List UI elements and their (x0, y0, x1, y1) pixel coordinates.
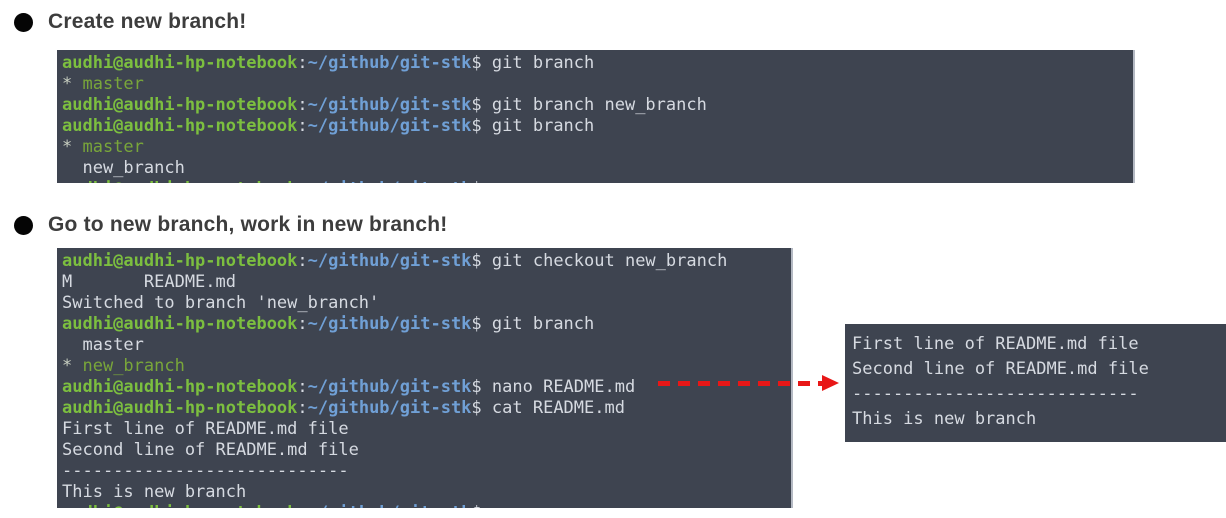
terminal-output-line: M README.md (62, 272, 791, 293)
terminal-text-segment: ~/github/git-stk (308, 503, 472, 508)
terminal-text-segment: audhi@audhi-hp-notebook (62, 503, 297, 508)
terminal-command-line: audhi@audhi-hp-notebook:~/github/git-stk… (62, 116, 1133, 137)
terminal-text-segment: $ (471, 116, 482, 136)
terminal-text-segment: $ (471, 95, 482, 115)
terminal-command-line: audhi@audhi-hp-notebook:~/github/git-stk… (62, 503, 791, 508)
terminal-text-segment: ~/github/git-stk (307, 53, 472, 73)
terminal-output-line: ---------------------------- (62, 461, 791, 482)
terminal-command-line: audhi@audhi-hp-notebook:~/github/git-stk… (62, 179, 1133, 183)
terminal-text-segment: M README.md (62, 272, 236, 292)
terminal-text-segment: master (62, 335, 144, 355)
terminal-text-segment: $ (471, 398, 482, 418)
terminal-text-segment: : (297, 116, 308, 136)
terminal-text-segment: ~/github/git-stk (307, 377, 472, 397)
terminal-text-segment: $ (471, 314, 482, 334)
terminal-text-segment: ~/github/git-stk (307, 95, 472, 115)
terminal-text-segment: $ (471, 53, 482, 73)
terminal-window-work-branch[interactable]: audhi@audhi-hp-notebook:~/github/git-stk… (57, 248, 793, 508)
terminal-text-segment: Second line of README.md file (62, 440, 359, 460)
terminal-text-segment: ~/github/git-stk (307, 398, 472, 418)
terminal-command-line: audhi@audhi-hp-notebook:~/github/git-stk… (62, 251, 791, 272)
terminal-text-segment: git branch new_branch (481, 95, 707, 115)
terminal-text-segment: : (297, 314, 308, 334)
terminal-output-line: Second line of README.md file (62, 440, 791, 461)
terminal-text-segment: ~/github/git-stk (307, 116, 472, 136)
terminal-text-segment: master (82, 137, 144, 157)
terminal-command-line: audhi@audhi-hp-notebook:~/github/git-stk… (62, 377, 791, 398)
terminal-text-segment: audhi@audhi-hp-notebook (62, 53, 298, 73)
terminal-text-segment: $ (471, 251, 482, 271)
heading-text: Go to new branch, work in new branch! (48, 213, 448, 236)
terminal-text-segment: audhi@audhi-hp-notebook (62, 179, 297, 183)
terminal-command-line: audhi@audhi-hp-notebook:~/github/git-stk… (62, 398, 791, 419)
terminal-output-line: master (62, 335, 791, 356)
terminal-command-line: audhi@audhi-hp-notebook:~/github/git-stk… (62, 53, 1133, 74)
terminal-text-segment: git branch (481, 116, 595, 136)
readme-preview-line: ---------------------------- (852, 384, 1139, 404)
terminal-text-segment: : (297, 179, 307, 183)
terminal-text-segment: * (62, 356, 83, 376)
terminal-text-segment: nano README.md (481, 377, 636, 397)
terminal-text-segment: : (297, 503, 307, 508)
terminal-text-segment: This is new branch (62, 482, 247, 502)
terminal-text-segment: audhi@audhi-hp-notebook (62, 95, 298, 115)
bullet-icon (14, 215, 33, 235)
terminal-text-segment: : (297, 251, 308, 271)
terminal-text-segment: * (62, 74, 83, 94)
readme-preview-line: First line of README.md file (852, 334, 1139, 354)
terminal-text-segment: audhi@audhi-hp-notebook (62, 251, 298, 271)
terminal-output-line: new_branch (62, 158, 1133, 179)
terminal-text-segment: ---------------------------- (62, 461, 349, 481)
terminal-text-segment: : (297, 95, 308, 115)
terminal-text-segment: : (297, 377, 308, 397)
terminal-text-segment: audhi@audhi-hp-notebook (62, 398, 298, 418)
terminal-text-segment: ~/github/git-stk (308, 179, 472, 183)
terminal-text-segment: : (297, 53, 308, 73)
terminal-text-segment: git branch (481, 53, 595, 73)
readme-preview-line: This is new branch (852, 409, 1037, 429)
arrow-head-icon (822, 375, 839, 391)
terminal-text-segment: First line of README.md file (62, 419, 349, 439)
heading-text: Create new branch! (48, 10, 247, 33)
terminal-text-segment: ~/github/git-stk (307, 251, 472, 271)
terminal-output-line: * new_branch (62, 356, 791, 377)
terminal-output-line: Switched to branch 'new_branch' (62, 293, 791, 314)
terminal-text-segment: * (62, 137, 83, 157)
terminal-text-segment: $ (471, 503, 481, 508)
section-heading-create: Create new branch! (14, 9, 247, 35)
terminal-output-line: * master (62, 74, 1133, 95)
terminal-text-segment: $ (471, 179, 481, 183)
readme-preview-line: Second line of README.md file (852, 359, 1149, 379)
terminal-text-segment: audhi@audhi-hp-notebook (62, 116, 298, 136)
terminal-text-segment: git checkout new_branch (481, 251, 728, 271)
terminal-command-line: audhi@audhi-hp-notebook:~/github/git-stk… (62, 95, 1133, 116)
terminal-text-segment: : (297, 398, 308, 418)
terminal-output-line: First line of README.md file (62, 419, 791, 440)
terminal-text-segment: new_branch (62, 158, 185, 178)
terminal-text-segment: Switched to branch 'new_branch' (62, 293, 380, 313)
terminal-output-line: This is new branch (62, 482, 791, 503)
terminal-text-segment: git branch (481, 314, 595, 334)
terminal-command-line: audhi@audhi-hp-notebook:~/github/git-stk… (62, 314, 791, 335)
terminal-window-create-branch[interactable]: audhi@audhi-hp-notebook:~/github/git-stk… (57, 50, 1135, 183)
terminal-text-segment: $ (471, 377, 482, 397)
terminal-text-segment: cat README.md (481, 398, 625, 418)
terminal-output-line: * master (62, 137, 1133, 158)
terminal-text-segment: master (82, 74, 144, 94)
terminal-text-segment: audhi@audhi-hp-notebook (62, 377, 298, 397)
terminal-text-segment: new_branch (82, 356, 185, 376)
terminal-text-segment: audhi@audhi-hp-notebook (62, 314, 298, 334)
terminal-text-segment: ~/github/git-stk (307, 314, 472, 334)
section-heading-work: Go to new branch, work in new branch! (14, 212, 447, 238)
bullet-icon (14, 12, 33, 32)
